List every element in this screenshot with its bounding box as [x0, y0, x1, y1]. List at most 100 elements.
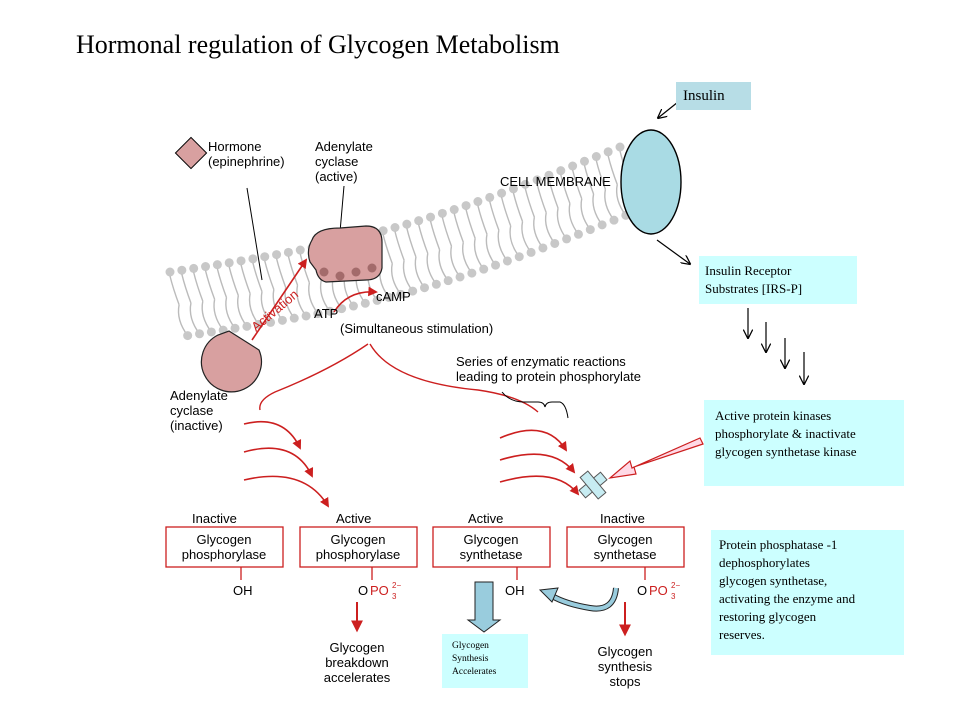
lipid-head [283, 247, 293, 257]
ac-heads [319, 263, 377, 281]
lipid-head [372, 295, 382, 305]
phosphatase-box: Protein phosphatase -1 dephosphorylates … [711, 530, 904, 655]
enzyme-2-name: Glycogen [331, 532, 386, 547]
lipid-head [437, 208, 447, 218]
kinases-line-3: glycogen synthetase kinase [715, 444, 857, 459]
stops-label: Glycogen [598, 644, 653, 659]
lipid-head [360, 298, 370, 308]
irs-line-1: Insulin Receptor [705, 263, 792, 278]
lipid-head [177, 265, 187, 275]
lipid-head [390, 223, 400, 232]
lipid-head [497, 188, 507, 198]
lipid-head [461, 201, 471, 211]
stops-label-3: stops [609, 674, 641, 689]
lipid-head [485, 192, 495, 202]
lipid-head [212, 260, 222, 270]
lipid-head [449, 205, 459, 215]
pp1-line-1: Protein phosphatase -1 [719, 537, 838, 552]
kinases-box: Active protein kinases phosphorylate & i… [704, 400, 904, 486]
synthesis-accelerates-box: Glycogen Synthesis Accelerates [442, 634, 528, 688]
lipid-head [579, 156, 589, 166]
kinases-line-1: Active protein kinases [715, 408, 832, 423]
cascade-arrows [748, 308, 804, 384]
lipid-head [597, 220, 607, 230]
kinase-inhibit-arrow [607, 437, 704, 479]
enzyme-2-po3: PO [370, 583, 389, 598]
lipid-head [420, 283, 430, 293]
enzyme-2-group: O [358, 583, 368, 598]
hormone-icon [174, 136, 208, 170]
enzyme-3-group: OH [505, 583, 525, 598]
adenylate-cyclase-inactive [200, 330, 262, 393]
lipid-head [242, 321, 252, 331]
gsa-line-3: Accelerates [452, 667, 497, 677]
lipid-head [224, 258, 234, 268]
adenylate-cyclase-active [307, 225, 383, 283]
lipid-head [396, 289, 406, 299]
pp1-line-6: reserves. [719, 627, 765, 642]
camp-label: cAMP [376, 289, 411, 304]
gsa-line-1: Glycogen [452, 641, 489, 651]
lipid-head [189, 263, 199, 273]
series-label: Series of enzymatic reactions [456, 354, 626, 369]
simultaneous-label: (Simultaneous stimulation) [340, 321, 493, 336]
pp1-line-4: activating the enzyme and [719, 591, 856, 606]
activation-label: Activation [248, 287, 301, 335]
breakdown-label-2: breakdown [325, 655, 389, 670]
lipid-head [479, 264, 489, 274]
lipid-head [431, 279, 441, 289]
gsa-line-2: Synthesis [452, 654, 489, 664]
lipid-head [272, 250, 282, 260]
lipid-head [408, 286, 418, 296]
block-x-mark [578, 470, 608, 500]
ac-active-pointer [339, 185, 345, 233]
left-cascade [243, 420, 329, 508]
enzyme-4-state: Inactive [600, 511, 645, 526]
enzyme-stems [240, 567, 646, 580]
stops-label-2: synthesis [598, 659, 653, 674]
ac-inactive-label-3: (inactive) [170, 418, 223, 433]
lipid-head [609, 215, 619, 225]
lipid-head [491, 260, 501, 270]
lipid-head [473, 197, 483, 207]
activation-arrow [251, 258, 308, 341]
lipid-head [248, 254, 258, 264]
insulin-receptor [620, 129, 682, 235]
ac-inactive-label: Adenylate [170, 388, 228, 403]
atp-camp-arrow [333, 286, 378, 313]
lipid-head [591, 152, 601, 162]
lipid-head [289, 313, 299, 323]
lipid-head [514, 252, 524, 262]
enzyme-4-group: O [637, 583, 647, 598]
lipid-head [337, 304, 347, 314]
lipid-head [277, 315, 287, 325]
enzyme-3-state: Active [468, 511, 503, 526]
enzyme-4-po3: PO [649, 583, 668, 598]
lipid-head [183, 331, 193, 341]
breakdown-label: Glycogen [330, 640, 385, 655]
atp-label: ATP [314, 306, 338, 321]
kinases-line-2: phosphorylate & inactivate [715, 426, 856, 441]
series-label-2: leading to protein phosphorylate [456, 369, 641, 384]
lipid-head [568, 161, 578, 171]
pp1-line-2: dephosphorylates [719, 555, 810, 570]
lipid-head [260, 252, 270, 262]
ac-active-label: Adenylate [315, 139, 373, 154]
lipid-head [502, 256, 512, 266]
series-brace [501, 391, 569, 419]
enzyme-2-name-2: phosphorylase [316, 547, 401, 562]
ac-inactive-label-2: cyclase [170, 403, 213, 418]
lipid-head [195, 329, 205, 339]
cell-membrane-label: CELL MEMBRANE [500, 174, 611, 189]
breakdown-label-3: accelerates [324, 670, 391, 685]
insulin-box: Insulin [676, 82, 751, 110]
lipid-head [615, 142, 625, 152]
lipid-head [550, 238, 560, 248]
enzyme-4-sub: 3 [671, 592, 676, 601]
lipid-head [508, 184, 518, 194]
enzyme-2-state: Active [336, 511, 371, 526]
right-cascade [499, 429, 580, 496]
lipid-head [556, 166, 566, 176]
lipid-head [201, 262, 211, 272]
